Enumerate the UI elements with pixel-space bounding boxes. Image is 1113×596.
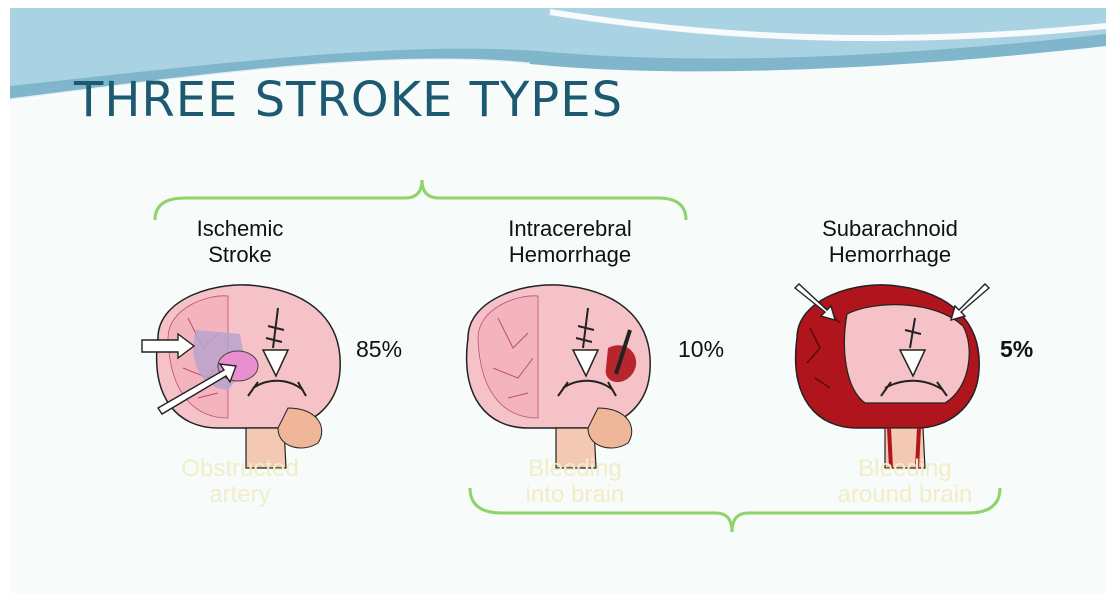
subarachnoid-hemorrhage-label: Subarachnoid Hemorrhage [785, 216, 995, 268]
subarachnoid-brain-illustration [785, 278, 1015, 468]
ischemic-caption: Obstructed artery [120, 456, 360, 508]
top-brace [155, 180, 686, 220]
ischemic-stroke-label: Ischemic Stroke [160, 216, 320, 268]
slide: THREE STROKE TYPES Ischemic Stroke Intra… [10, 8, 1106, 593]
subarachnoid-caption: Bleeding around brain [795, 456, 1015, 508]
intracerebral-percentage: 10% [678, 336, 724, 363]
ischemic-percentage: 85% [356, 336, 402, 363]
subarachnoid-percentage: 5% [1000, 336, 1033, 363]
ischemic-brain-illustration [128, 278, 358, 468]
intracerebral-hemorrhage-label: Intracerebral Hemorrhage [465, 216, 675, 268]
intracerebral-brain-illustration [458, 278, 688, 468]
intracerebral-caption: Bleeding into brain [475, 456, 675, 508]
